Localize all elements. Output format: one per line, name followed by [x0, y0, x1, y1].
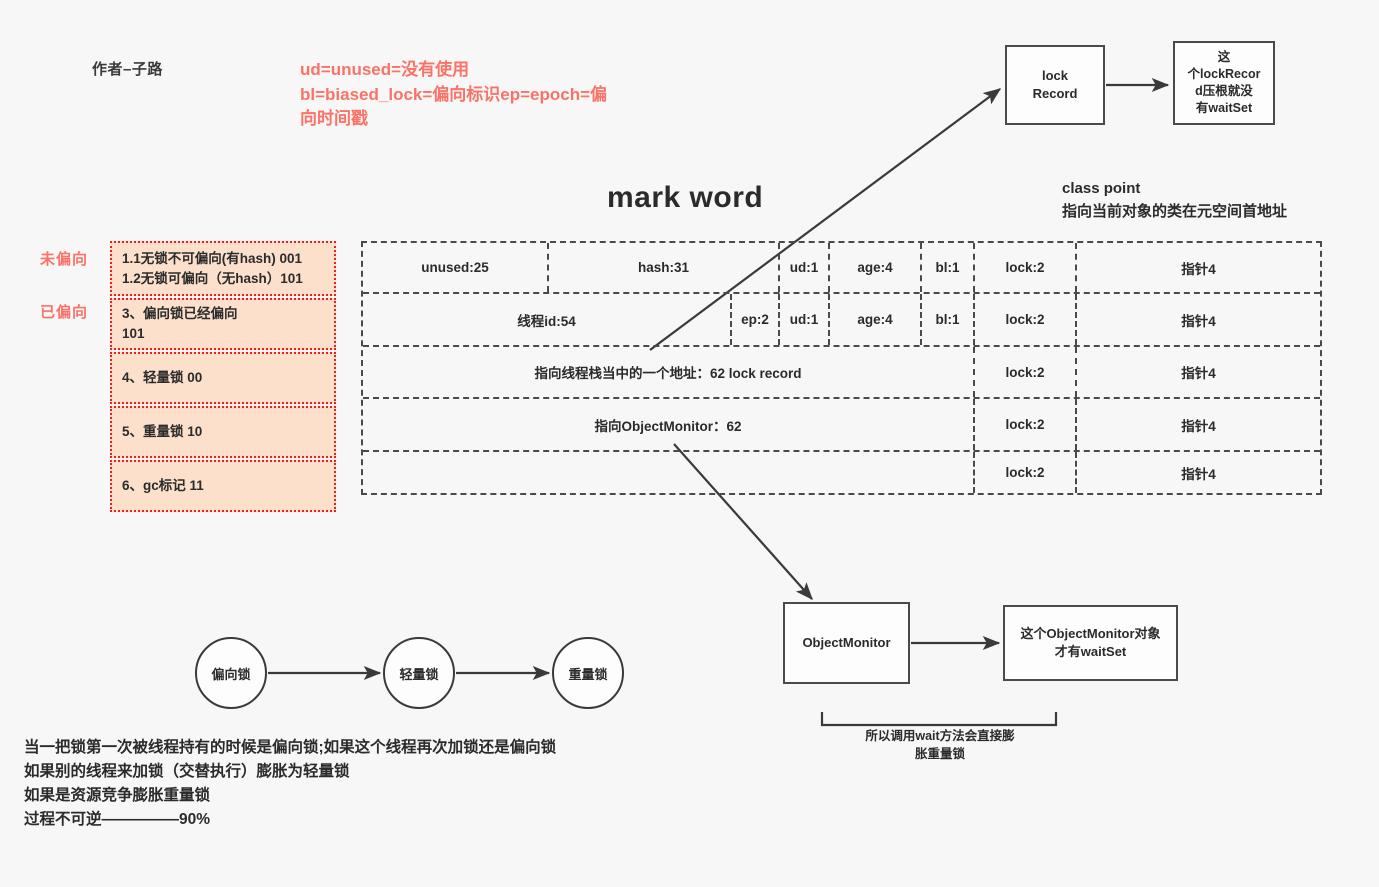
cell-bl-1-r1: bl:1	[920, 243, 973, 292]
cell-lock-2-r5: lock:2	[973, 452, 1075, 493]
state-row-3[interactable]: 5、重量锁 10	[110, 406, 336, 458]
summary-line-3: 过程不可逆—————90%	[24, 811, 211, 829]
table-row: 指向线程栈当中的一个地址：62 lock record lock:2 指针4	[363, 347, 1320, 399]
page-title-mark-word: mark word	[607, 181, 764, 214]
table-row: unused:25 hash:31 ud:1 age:4 bl:1 lock:2…	[363, 243, 1320, 294]
state-row-0-line-1: 1.2无锁可偏向（无hash）101	[122, 270, 303, 286]
bracket-caption: 所以调用wait方法会直接膨 胀重量锁	[865, 729, 1015, 762]
state-row-2[interactable]: 4、轻量锁 00	[110, 352, 336, 404]
tag-biased: 已偏向	[40, 304, 89, 321]
class-point-desc: 指向当前对象的类在元空间首地址	[1062, 202, 1288, 220]
cell-unused-25: unused:25	[421, 260, 489, 275]
box-object-monitor-note[interactable]: 这个ObjectMonitor对象 才有waitSet	[1003, 605, 1178, 681]
legend-note: ud=unused=没有使用 bl=biased_lock=偏向标识ep=epo…	[300, 58, 700, 132]
summary-line-1: 如果别的线程来加锁（交替执行）膨胀为轻量锁	[24, 763, 350, 781]
cell-lock-record-addr: 指向线程栈当中的一个地址：62 lock record	[534, 366, 802, 381]
cell-pointer-r4: 指针4	[1075, 399, 1320, 450]
author-label: 作者–子路	[92, 61, 163, 78]
state-row-1-line-0: 3、偏向锁已经偏向	[122, 306, 238, 322]
cell-bl-1-r2: bl:1	[920, 294, 973, 345]
table-row: 指向ObjectMonitor：62 lock:2 指针4	[363, 399, 1320, 452]
cell-pointer-r2: 指针4	[1075, 294, 1320, 345]
tag-unbiased: 未偏向	[40, 251, 89, 268]
mark-word-table: unused:25 hash:31 ud:1 age:4 bl:1 lock:2…	[361, 241, 1322, 495]
lock-state-panel: 1.1无锁不可偏向(有hash) 001 1.2无锁可偏向（无hash）101 …	[110, 241, 336, 514]
state-row-1-line-1: 101	[122, 326, 145, 341]
class-point-heading: class point 指向当前对象的类在元空间首地址	[1062, 178, 1287, 223]
cell-lock-2-r1: lock:2	[973, 243, 1075, 292]
state-row-4-line-0: 6、gc标记 11	[122, 478, 204, 494]
cell-lock-2-r4: lock:2	[973, 399, 1075, 450]
table-row: 线程id:54 ep:2 ud:1 age:4 bl:1 lock:2 指针4	[363, 294, 1320, 347]
cell-age-4-r1: age:4	[828, 243, 920, 292]
box-object-monitor[interactable]: ObjectMonitor	[783, 602, 910, 684]
cell-thread-id-54: 线程id:54	[517, 313, 576, 329]
summary-line-0: 当一把锁第一次被线程持有的时候是偏向锁;如果这个线程再次加锁还是偏向锁	[24, 739, 557, 756]
cell-ud-1-r1: ud:1	[778, 243, 828, 292]
cell-pointer-r3: 指针4	[1075, 347, 1320, 397]
cell-age-4-r2: age:4	[828, 294, 920, 345]
cell-hash-31: hash:31	[547, 243, 778, 292]
cell-ud-1-r2: ud:1	[778, 294, 828, 345]
circle-lightweight-lock[interactable]: 轻量锁	[383, 637, 455, 709]
cell-pointer-r5: 指针4	[1075, 452, 1320, 493]
cell-lock-2-r2: lock:2	[973, 294, 1075, 345]
table-row: lock:2 指针4	[363, 452, 1320, 493]
summary-line-2: 如果是资源竞争膨胀重量锁	[24, 787, 211, 805]
legend-line-0: ud=unused=没有使用	[300, 60, 470, 79]
cell-lock-2-r3: lock:2	[973, 347, 1075, 397]
cell-empty-r5	[363, 452, 973, 493]
circle-heavyweight-lock[interactable]: 重量锁	[552, 637, 624, 709]
state-row-0-line-0: 1.1无锁不可偏向(有hash) 001	[122, 250, 303, 266]
class-point-title: class point	[1062, 180, 1141, 197]
circle-biased-lock[interactable]: 偏向锁	[195, 637, 267, 709]
cell-ep-2: ep:2	[730, 294, 778, 345]
state-row-3-line-0: 5、重量锁 10	[122, 424, 203, 440]
state-row-4[interactable]: 6、gc标记 11	[110, 460, 336, 512]
legend-line-1: bl=biased_lock=偏向标识ep=epoch=偏	[300, 84, 608, 104]
box-lock-record[interactable]: lock Record	[1005, 45, 1105, 125]
cell-objectmonitor-addr: 指向ObjectMonitor：62	[594, 418, 742, 434]
cell-pointer-r1: 指针4	[1075, 243, 1320, 292]
state-row-2-line-0: 4、轻量锁 00	[122, 370, 203, 386]
summary-text: 当一把锁第一次被线程持有的时候是偏向锁;如果这个线程再次加锁还是偏向锁 如果别的…	[24, 736, 556, 832]
box-lock-record-note[interactable]: 这 个lockRecor d压根就没 有waitSet	[1173, 41, 1275, 125]
legend-line-2: 向时间戳	[300, 109, 368, 129]
state-row-1[interactable]: 3、偏向锁已经偏向 101	[110, 298, 336, 350]
state-row-0[interactable]: 1.1无锁不可偏向(有hash) 001 1.2无锁可偏向（无hash）101	[110, 241, 336, 296]
bracket-wait-inflate	[820, 712, 1058, 727]
